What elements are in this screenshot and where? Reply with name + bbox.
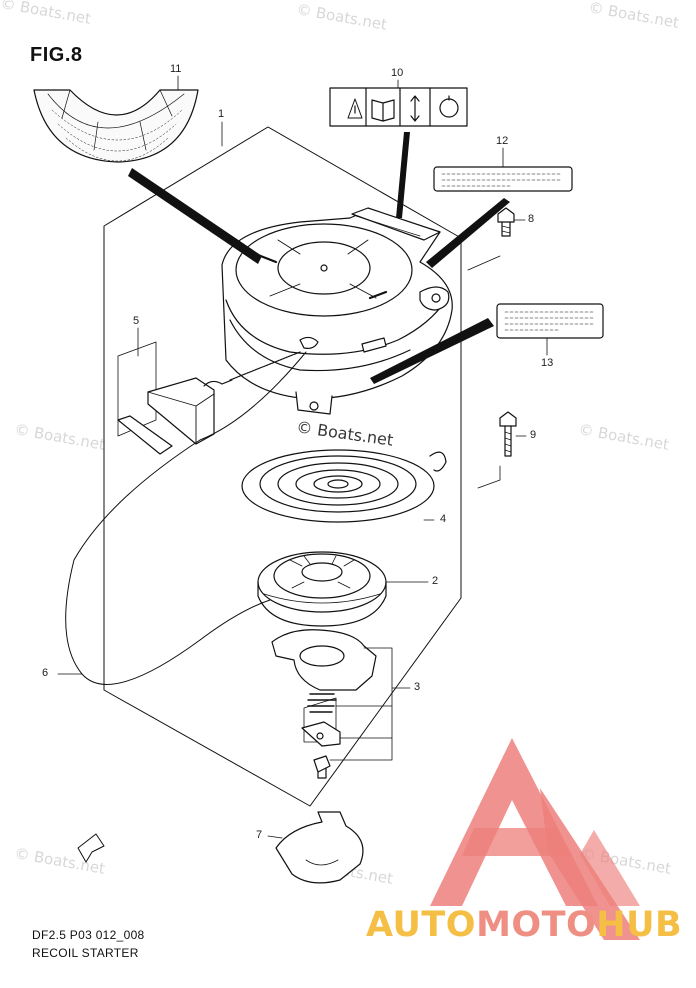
callout-leader-3 <box>329 647 411 761</box>
part-11-cover <box>33 89 199 163</box>
callout-leader-8 <box>467 219 526 271</box>
part-5-pull-handle <box>117 341 301 455</box>
part-6-rope <box>65 351 307 685</box>
brand-part-moto: MOTO <box>476 905 597 945</box>
warning-icon <box>347 98 363 119</box>
callout-4: 4 <box>440 513 447 525</box>
automotohub-wordmark: AUTOMOTOHUB <box>366 905 682 945</box>
callout-13: 13 <box>541 357 554 369</box>
part-4-recoil-spring <box>241 449 447 523</box>
leader-wedge <box>426 198 510 268</box>
figure-title: FIG.8 <box>30 44 83 66</box>
leader-wedge <box>128 168 262 264</box>
part-8-screw <box>497 207 515 237</box>
diagram-code: DF2.5 P03 012_008 <box>32 928 145 942</box>
callout-6: 6 <box>42 667 49 679</box>
part-2-reel <box>257 551 387 627</box>
part-9-bolt <box>499 411 517 457</box>
leader-wedge <box>370 318 494 384</box>
part-7-plate <box>275 811 364 884</box>
section-title: RECOIL STARTER <box>32 946 139 960</box>
part-10-warning-label <box>329 87 468 127</box>
callout-11: 11 <box>170 63 182 75</box>
automotohub-logo-mark <box>430 738 640 940</box>
callout-7: 7 <box>256 829 263 841</box>
part-3-ratchet-set <box>271 629 377 779</box>
fwd-arrow-icon <box>77 833 105 863</box>
callout-2: 2 <box>432 575 439 587</box>
part-1-recoil-housing <box>221 207 453 415</box>
manual-book-icon <box>371 99 395 122</box>
callout-1: 1 <box>218 108 225 120</box>
callout-leader-9 <box>477 435 527 489</box>
arrow-icon <box>410 95 420 122</box>
callout-3: 3 <box>414 681 421 693</box>
callout-8: 8 <box>528 213 535 225</box>
callout-9: 9 <box>530 429 537 441</box>
brand-part-auto: AUTO <box>366 905 477 945</box>
callout-5: 5 <box>133 315 140 327</box>
part-13-label <box>496 303 604 339</box>
part-12-label <box>433 166 573 192</box>
leader-wedge <box>396 132 410 218</box>
callout-10: 10 <box>391 67 404 79</box>
brand-part-hub: HUB <box>596 905 683 945</box>
callout-12: 12 <box>496 135 509 147</box>
assembly-outline <box>103 126 462 807</box>
callout-leader-7 <box>267 835 283 839</box>
